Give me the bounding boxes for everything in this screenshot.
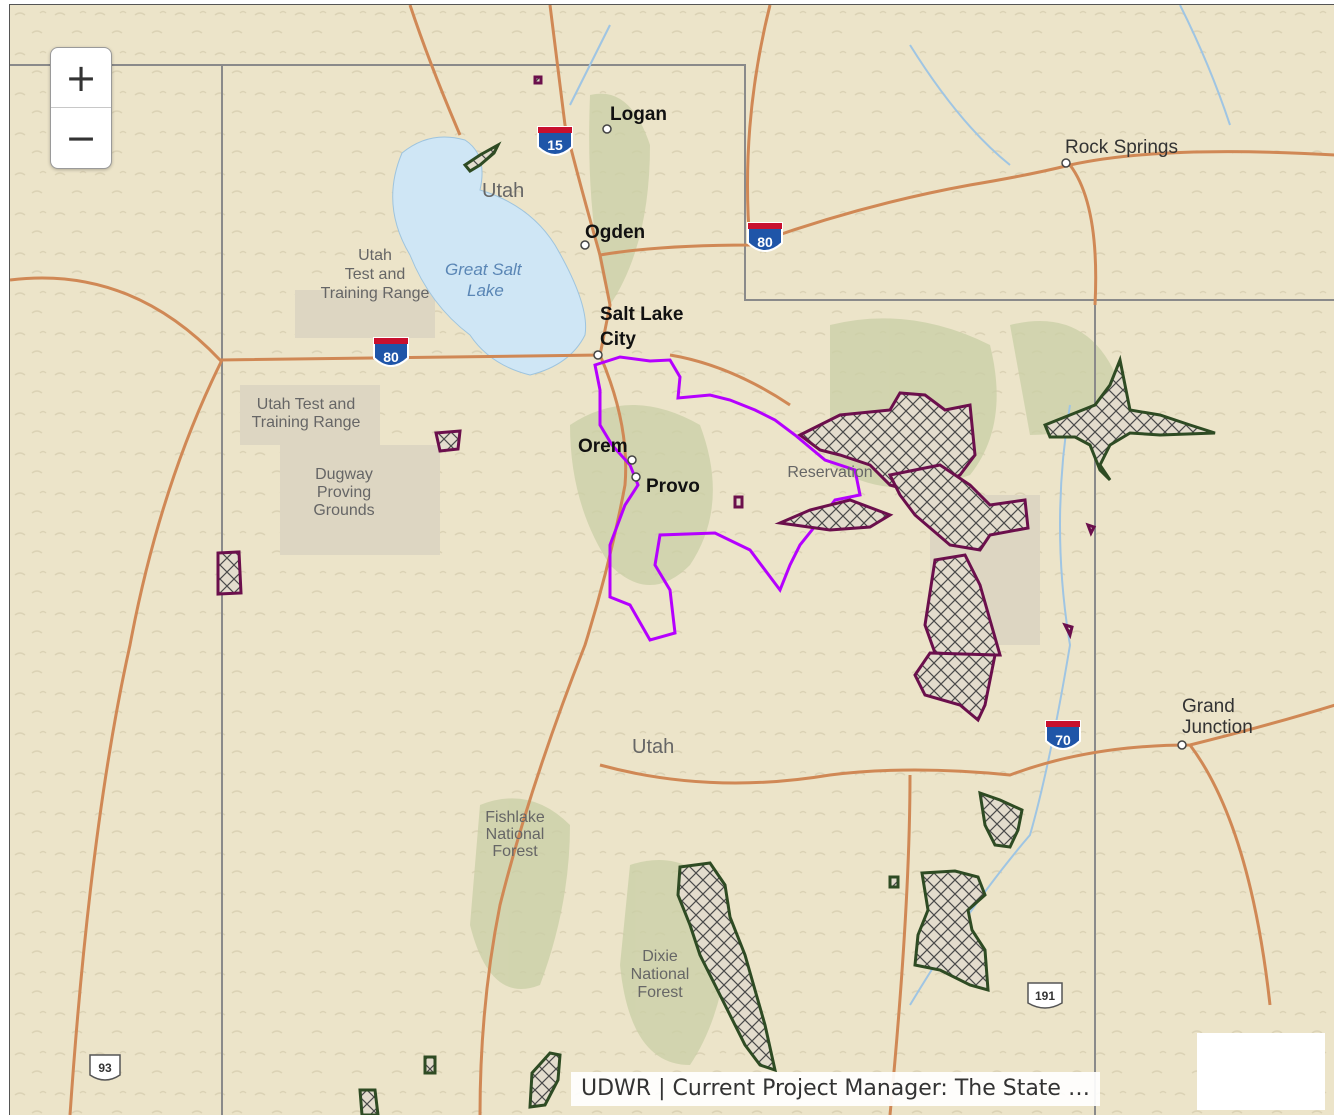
city-label-city: City xyxy=(600,329,636,350)
city-label-junction: Junction xyxy=(1182,717,1253,738)
city-label-orem: Orem xyxy=(578,436,628,457)
interstate-70-shield: 70 xyxy=(1045,720,1081,750)
attribution-text: UDWR | Current Project Manager: The Stat… xyxy=(571,1072,1100,1106)
zoom-out-button[interactable]: − xyxy=(51,107,111,167)
forest-areas xyxy=(470,93,1120,1065)
map-viewport[interactable]: 15 80 80 70 191 93 xyxy=(9,4,1334,1115)
interstate-70-label: 70 xyxy=(1055,732,1071,748)
lake-label-line1: Great Salt xyxy=(445,260,523,279)
region-label-utah-south: Utah xyxy=(632,736,674,758)
lake-label-line2: Lake xyxy=(467,281,504,300)
maroon-areas[interactable] xyxy=(216,75,1097,723)
area-test-range-2-line1: Utah Test and xyxy=(257,396,355,413)
city-markers xyxy=(580,124,1187,750)
area-reservation: Reservation xyxy=(787,464,872,481)
city-label-logan: Logan xyxy=(610,104,667,125)
zoom-control: + − xyxy=(50,47,112,169)
area-dixie-line3: Forest xyxy=(637,984,683,1001)
area-dixie-line2: National xyxy=(631,966,690,983)
corner-panel xyxy=(1197,1033,1325,1110)
region-label-utah-north: Utah xyxy=(482,180,524,202)
us-93-label: 93 xyxy=(98,1061,112,1075)
green-areas[interactable] xyxy=(358,141,1216,1115)
interstate-80-shield-east: 80 xyxy=(747,222,783,252)
city-label-salt-lake: Salt Lake xyxy=(600,304,683,325)
purple-outline-area[interactable] xyxy=(593,355,862,642)
city-label-provo: Provo xyxy=(646,476,700,497)
basemap: 15 80 80 70 191 93 xyxy=(10,5,1334,1115)
area-test-range-2-line2: Training Range xyxy=(252,414,361,431)
area-fishlake-line1: Fishlake xyxy=(485,809,545,826)
area-fishlake-line3: Forest xyxy=(492,843,538,860)
area-test-range-1-line1: Utah xyxy=(358,247,392,264)
us-191-label: 191 xyxy=(1035,989,1055,1003)
area-dugway-line1: Dugway xyxy=(315,466,373,483)
area-dugway-line3: Grounds xyxy=(313,502,374,519)
city-label-grand: Grand xyxy=(1182,696,1235,717)
interstate-15-shield: 15 xyxy=(537,126,573,156)
us-191-shield: 191 xyxy=(1027,982,1063,1009)
city-label-ogden: Ogden xyxy=(585,222,645,243)
us-93-shield: 93 xyxy=(89,1054,121,1081)
area-fishlake-line2: National xyxy=(486,826,545,843)
area-test-range-1-line2: Test and xyxy=(345,266,405,283)
interstate-15-label: 15 xyxy=(547,137,563,153)
interstate-80-shield-west: 80 xyxy=(373,337,409,367)
interstate-80-label-west: 80 xyxy=(383,349,399,365)
zoom-in-button[interactable]: + xyxy=(65,55,97,100)
area-dugway-line2: Proving xyxy=(317,484,371,501)
city-label-rock-springs: Rock Springs xyxy=(1065,137,1178,158)
area-test-range-1-line3: Training Range xyxy=(321,285,430,302)
roads xyxy=(10,5,1334,1115)
area-dixie-line1: Dixie xyxy=(642,948,678,965)
interstate-80-label-east: 80 xyxy=(757,234,773,250)
map-labels: Logan Ogden Salt Lake City Orem Provo Ro… xyxy=(252,104,1253,1001)
